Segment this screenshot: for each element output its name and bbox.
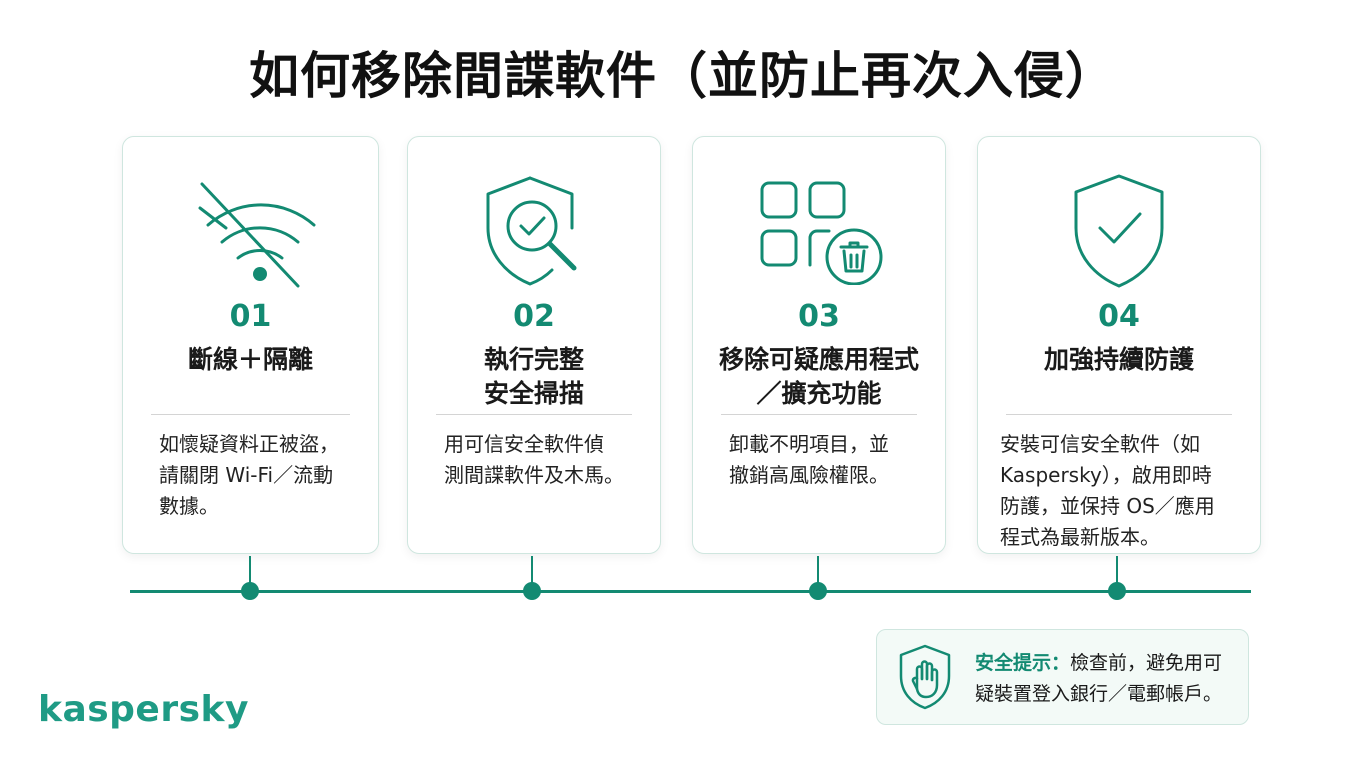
- step-description-line: 卸載不明項目，並: [729, 432, 889, 456]
- wifi-off-icon: [123, 165, 378, 295]
- card-divider: [1006, 414, 1232, 415]
- app-remove-icon: [693, 165, 945, 295]
- step-heading-line: 移除可疑應用程式: [718, 345, 919, 374]
- step-heading-line: 安全掃描: [483, 379, 584, 408]
- step-card-2: 02 執行完整 安全掃描 用可信安全軟件偵 測間諜軟件及木馬。: [407, 136, 661, 554]
- step-description-line: 安裝可信安全軟件（如: [1000, 432, 1200, 456]
- step-description: 安裝可信安全軟件（如 Kaspersky），啟用即時 防護，並保持 OS／應用 …: [1000, 429, 1246, 553]
- step-heading-line: 加強持續防護: [1043, 345, 1194, 374]
- step-heading-line: ／擴充功能: [756, 379, 882, 408]
- step-description-line: 測間諜軟件及木馬。: [444, 463, 624, 487]
- step-heading: 加強持續防護: [978, 343, 1260, 377]
- step-description-line: 數據。: [159, 494, 219, 518]
- step-number: 01: [229, 299, 272, 334]
- step-description-line: 請關閉 Wi-Fi／流動: [159, 463, 334, 487]
- step-card-4: 04 加強持續防護 安裝可信安全軟件（如 Kaspersky），啟用即時 防護，…: [977, 136, 1261, 554]
- safety-tip-line: 疑裝置登入銀行／電郵帳戶。: [975, 683, 1223, 705]
- step-heading: 移除可疑應用程式 ／擴充功能: [693, 343, 945, 411]
- step-description-line: Kaspersky），啟用即時: [1000, 463, 1212, 487]
- step-description-line: 防護，並保持 OS／應用: [1000, 494, 1215, 518]
- step-heading-line: 執行完整: [483, 345, 584, 374]
- step-number: 04: [1098, 299, 1140, 334]
- shield-check-icon: [978, 165, 1260, 295]
- step-card-1: 01 斷線＋隔離 如懷疑資料正被盜， 請關閉 Wi-Fi／流動 數據。: [122, 136, 379, 554]
- timeline-line: [130, 590, 1251, 593]
- safety-tip-box: 安全提示：檢查前，避免用可 疑裝置登入銀行／電郵帳戶。: [876, 629, 1249, 725]
- step-heading-line: 斷線＋隔離: [187, 345, 313, 374]
- timeline-dot: [1108, 582, 1126, 600]
- step-number: 03: [798, 299, 840, 334]
- card-divider: [436, 414, 632, 415]
- step-description-line: 如懷疑資料正被盜，: [159, 432, 339, 456]
- timeline-dot: [809, 582, 827, 600]
- timeline-connector: [531, 556, 533, 590]
- step-heading: 斷線＋隔離: [123, 343, 378, 377]
- page-title: 如何移除間諜軟件（並防止再次入侵）: [249, 47, 1116, 105]
- step-description: 卸載不明項目，並 撤銷高風險權限。: [729, 429, 917, 491]
- shield-hand-icon: [895, 643, 955, 711]
- step-description-line: 撤銷高風險權限。: [729, 463, 889, 487]
- timeline-connector: [249, 556, 251, 590]
- step-number: 02: [513, 299, 555, 334]
- safety-tip-label: 安全提示：: [975, 652, 1071, 674]
- shield-scan-icon: [408, 165, 660, 295]
- step-description: 如懷疑資料正被盜， 請關閉 Wi-Fi／流動 數據。: [159, 429, 350, 522]
- step-description-line: 程式為最新版本。: [1000, 525, 1160, 549]
- step-card-3: 03 移除可疑應用程式 ／擴充功能 卸載不明項目，並 撤銷高風險權限。: [692, 136, 946, 554]
- step-heading: 執行完整 安全掃描: [408, 343, 660, 411]
- safety-tip-line: 檢查前，避免用可: [1070, 652, 1223, 674]
- timeline-dot: [523, 582, 541, 600]
- timeline-dot: [241, 582, 259, 600]
- card-divider: [721, 414, 917, 415]
- timeline-connector: [1116, 556, 1118, 590]
- safety-tip-text: 安全提示：檢查前，避免用可 疑裝置登入銀行／電郵帳戶。: [975, 648, 1245, 710]
- card-divider: [151, 414, 350, 415]
- step-description: 用可信安全軟件偵 測間諜軟件及木馬。: [444, 429, 632, 491]
- kaspersky-logo: kaspersky: [38, 689, 249, 730]
- step-description-line: 用可信安全軟件偵: [444, 432, 604, 456]
- timeline-connector: [817, 556, 819, 590]
